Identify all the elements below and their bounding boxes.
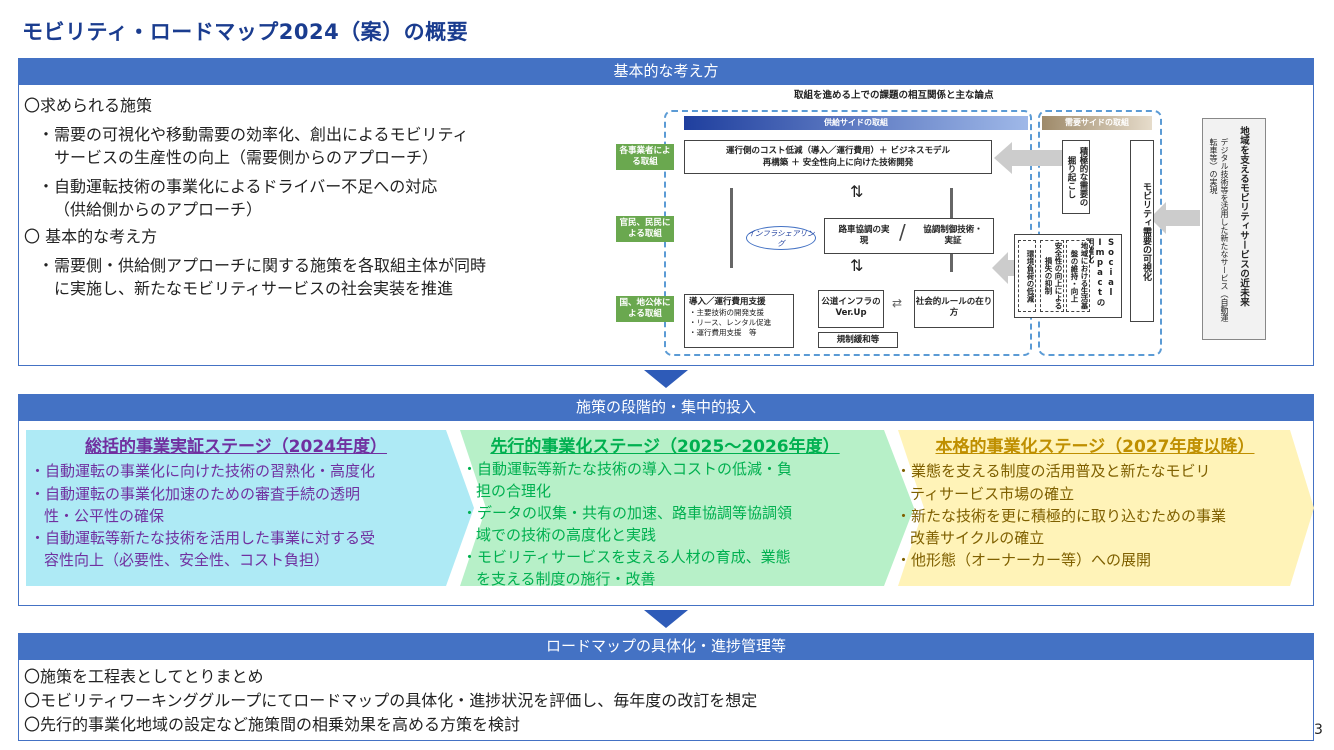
updown-arrow-top: ⇅: [850, 182, 864, 201]
support-title: 導入／運行費用支援: [689, 297, 766, 307]
diagram-title: 取組を進める上での課題の相互関係と主な論点: [794, 90, 994, 101]
demand-area: [1038, 110, 1162, 356]
section-header-phased: 施策の段階的・集中的投入: [18, 394, 1314, 420]
stage2-item: 担の合理化: [476, 482, 552, 500]
support-item: ・リース、レンタル促進: [689, 318, 772, 327]
slash-divider: /: [899, 220, 906, 244]
vision-to-demand-arrow: [1150, 202, 1200, 234]
page-title: モビリティ・ロードマップ2024（案）の概要: [22, 20, 469, 44]
section-header-roadmap: ロードマップの具体化・進捗管理等: [18, 633, 1314, 659]
v2x-box: 路車協調の実現: [838, 225, 890, 246]
roadmap-line-1: 〇施策を工程表としてとりまとめ: [24, 667, 264, 686]
stage-chevrons: [26, 430, 1314, 586]
flow-down-arrow-1: [644, 370, 688, 388]
future-vision-box: [1202, 118, 1266, 340]
supply-header: 供給サイドの取組: [684, 116, 1028, 130]
stage2-item: ・自動運転等新たな技術の導入コストの低減・負: [462, 460, 793, 478]
actor-label-public-private: 官民、民民による取組: [616, 216, 674, 242]
support-box: 導入／運行費用支援 ・主要技術の開発支援 ・リース、レンタル促進 ・運行費用支援…: [684, 294, 794, 348]
stage3-item: ・新たな技術を更に積極的に取り込むための事業: [896, 507, 1227, 525]
actor-label-operators: 各事業者による取組: [616, 144, 674, 170]
demand-header: 需要サイドの取組: [1042, 116, 1152, 130]
impact-item-safety: 安全性の向上による損失の抑制: [1040, 240, 1064, 312]
stage3-item: ティサービス市場の確立: [910, 485, 1075, 503]
section-roadmap-box: [18, 659, 1314, 741]
basic-line-2: ・需要の可視化や移動需要の効率化、創出によるモビリティ: [38, 125, 469, 144]
support-item: ・運行費用支援 等: [689, 328, 757, 337]
future-vision-sub: デジタル技術等を活用した新たなサービス（自動運転車等）の実現: [1209, 138, 1229, 322]
demand-digging-box: 積極的な需要の掘り起こし: [1062, 140, 1090, 214]
infra-sharing-ellipse: インフラシェアリング: [746, 226, 816, 250]
basic-line-1: 〇求められる施策: [24, 96, 153, 115]
stage1-item: ・自動運転の事業化加速のための審査手続の透明: [30, 485, 361, 503]
social-rules-box: 社会的ルールの在り方: [914, 290, 994, 328]
stage1-item: 容性向上（必要性、安全性、コスト負担）: [44, 551, 330, 569]
cost-reduction-box: 運行側のコスト低減（導入／運行費用）＋ ビジネスモデル再構築 ＋ 安全性向上に向…: [684, 140, 992, 174]
social-impact-label: Social Impactの明確化: [1084, 238, 1116, 307]
stage2-item: ・データの収集・共有の加速、路車協調等協調領: [462, 504, 793, 522]
stage3-title: 本格的事業化ステージ（2027年度以降）: [935, 437, 1255, 457]
page-number: 3: [1314, 722, 1323, 738]
basic-line-5: （供給側からのアプローチ）: [54, 200, 263, 219]
stage2-item: ・モビリティサービスを支える人材の育成、業態: [462, 548, 791, 566]
future-vision-main: 地域を支えるモビリティサービスの近未来: [1238, 126, 1249, 307]
roadmap-line-3: 〇先行的事業化地域の設定など施策間の相乗効果を高める方策を検討: [24, 715, 521, 734]
left-vertical-arrow: [730, 188, 733, 268]
demand-to-supply-arrow-top: [994, 142, 1084, 174]
section-basic-box: [18, 84, 1314, 366]
deregulation-box: 規制緩和等: [818, 332, 898, 348]
basic-line-3: サービスの生産性の向上（需要側からのアプローチ）: [54, 148, 439, 167]
stage1-item: ・自動運転等新たな技術を活用した事業に対する受: [30, 529, 376, 547]
coop-control-box: 協調制御技術・実証: [923, 225, 983, 246]
actor-label-government: 国、地公体による取組: [616, 296, 674, 322]
stage2-title: 先行的事業化ステージ（2025～2026年度）: [490, 437, 840, 457]
v2x-coop-box: [824, 218, 994, 254]
stage1-title: 総括的事業実証ステージ（2024年度）: [85, 437, 387, 457]
stage1-item: ・自動運転の事業化に向けた技術の習熟化・高度化: [30, 462, 376, 480]
stage2-item: を支える制度の施行・改善: [476, 570, 656, 588]
infra-rules-arrows: ⇄: [892, 296, 903, 310]
section-header-basic: 基本的な考え方: [18, 58, 1314, 84]
stage3-item: 改善サイクルの確立: [910, 529, 1045, 547]
basic-line-6: 〇 基本的な考え方: [24, 227, 158, 246]
impact-item-livelihood: 地域における生活基盤の維持・向上: [1066, 240, 1090, 312]
stage2-item: 域での技術の高度化と実践: [476, 526, 657, 544]
flow-down-arrow-2: [644, 610, 688, 628]
stage3-item: ・業態を支える制度の活用普及と新たなモビリ: [896, 462, 1211, 480]
section-phased-box: [18, 420, 1314, 606]
road-infra-box: 公道インフラのVer.Up: [818, 290, 884, 328]
stage1-item: 性・公平性の確保: [44, 507, 165, 525]
stage3-item: ・他形態（オーナーカー等）への展開: [896, 551, 1152, 569]
support-item: ・主要技術の開発支援: [689, 308, 764, 317]
basic-line-7: ・需要側・供給側アプローチに関する施策を各取組主体が同時: [38, 256, 487, 275]
impact-item-environment: 環境負荷の低減: [1018, 240, 1036, 312]
demand-visualization-box: モビリティ需要の可視化: [1130, 140, 1154, 322]
roadmap-line-2: 〇モビリティワーキンググループにてロードマップの具体化・進捗状況を評価し、毎年度…: [24, 691, 758, 710]
basic-line-4: ・自動運転技術の事業化によるドライバー不足への対応: [38, 177, 438, 196]
updown-arrow-bottom: ⇅: [850, 256, 864, 275]
issues-diagram: 取組を進める上での課題の相互関係と主な論点 供給サイドの取組 需要サイドの取組 …: [614, 90, 1314, 360]
basic-line-8: に実施し、新たなモビリティサービスの社会実装を推進: [54, 279, 454, 298]
